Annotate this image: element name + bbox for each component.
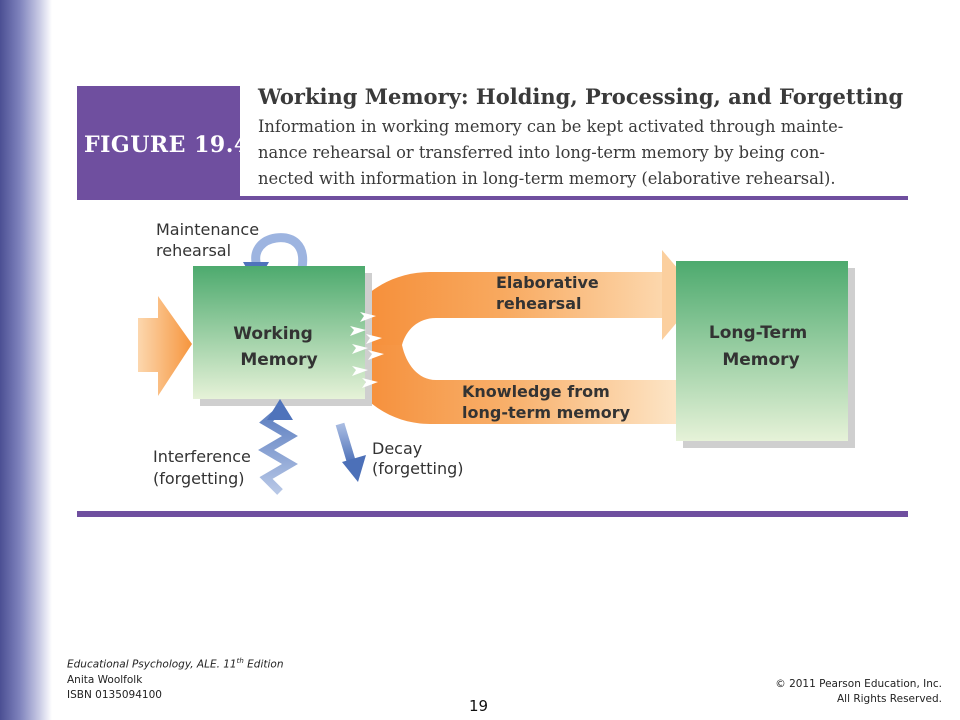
figure-bottom-rule [77,511,908,517]
rights-line: All Rights Reserved. [836,693,942,705]
transfer-chevrons [350,312,384,388]
caption-line: nected with information in long-term mem… [258,169,836,188]
elaborative-rehearsal-label: Elaborative rehearsal [496,273,604,313]
page-number: 19 [469,697,489,715]
book-citation: Educational Psychology, ALE. 11th Editio… [67,654,283,703]
knowledge-from-ltm-label: Knowledge from long-term memory [462,382,631,422]
elaborative-rehearsal-arrow [340,272,678,345]
figure-label: FIGURE 19.4 [84,132,250,158]
decay-arrow [335,422,357,466]
caption-line: nance rehearsal or transferred into long… [258,143,825,162]
book-title-suffix: Edition [243,658,284,671]
book-title: Educational Psychology, ALE. 11th Editio… [67,654,283,673]
caption-line: Information in working memory can be kep… [258,117,844,136]
slide-decorative-strip [0,0,52,720]
interference-arrow [258,406,298,495]
edition-superscript: th [236,657,244,665]
interference-arrowhead [267,399,293,420]
long-term-memory-label: Long-Term Memory [709,323,813,370]
copyright-line: © 2011 Pearson Education, Inc. [775,678,942,690]
decay-arrowhead [342,455,366,482]
interference-label: Interference (forgetting) [153,447,256,488]
copyright-notice: © 2011 Pearson Education, Inc. All Right… [775,677,942,707]
figure-title: Working Memory: Holding, Processing, and… [258,84,904,109]
book-author: Anita Woolfolk [67,673,143,686]
decay-label: Decay (forgetting) [372,439,464,478]
maintenance-rehearsal-label: Maintenance rehearsal [156,220,264,260]
working-memory-box [193,266,365,399]
knowledge-from-ltm-arrow [340,345,678,424]
figure-label-box [77,86,240,198]
book-title-text: Educational Psychology, ALE. 11 [67,658,237,671]
working-memory-label: Working Memory [233,324,319,370]
maintenance-loop-arrow [251,233,308,273]
long-term-memory-box [676,261,848,441]
input-arrow [138,296,192,396]
book-isbn: ISBN 0135094100 [67,688,162,701]
figure-top-rule [77,196,908,200]
figure-caption: Information in working memory can be kep… [258,114,843,192]
